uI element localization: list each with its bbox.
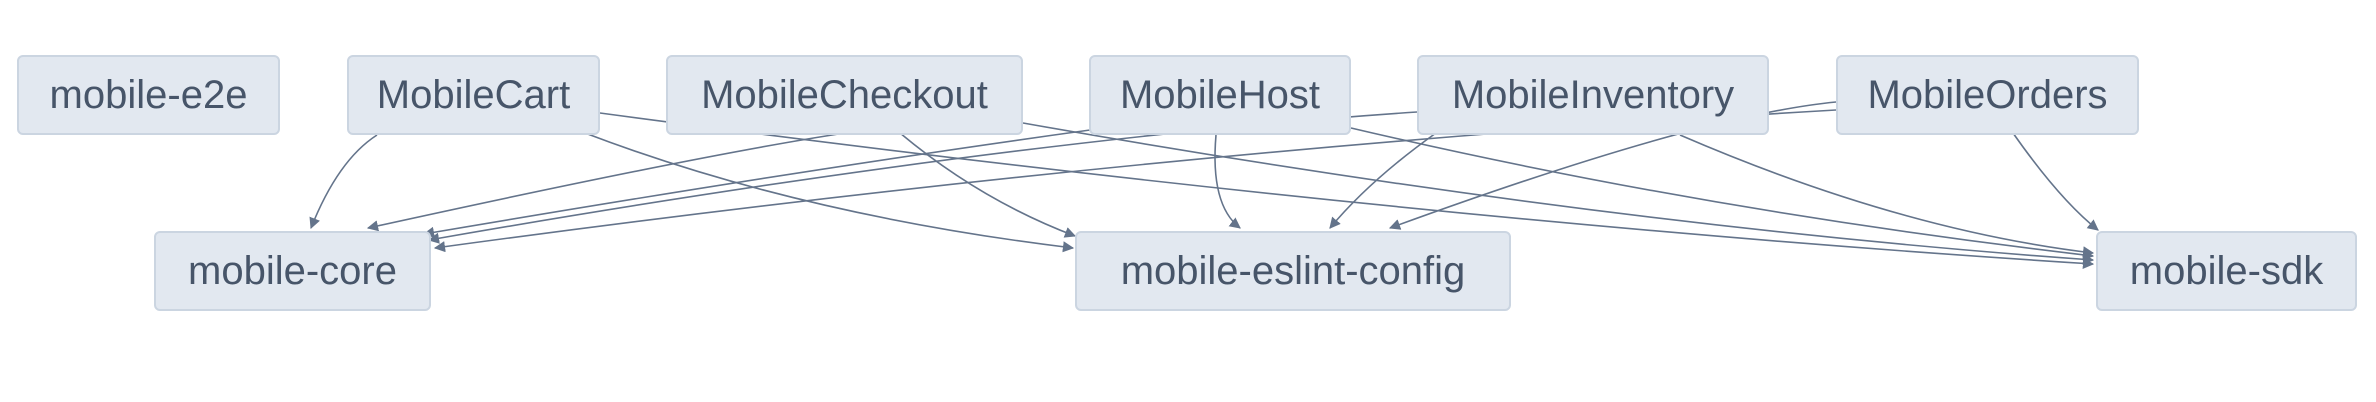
edge-mobilehost-to-mobile-eslint-config [1214,134,1241,229]
node-mobile-orders[interactable]: MobileOrders [1836,55,2139,135]
node-mobile-e2e[interactable]: mobile-e2e [17,55,280,135]
edge-mobileinventory-to-mobile-eslint-config [1329,132,1437,229]
edge-mobilecart-to-mobile-core [309,134,378,230]
edge-mobileinventory-to-mobile-sdk [1679,134,2095,258]
edge-mobilehost-to-mobile-sdk [1350,127,2095,261]
node-mobile-sdk[interactable]: mobile-sdk [2096,231,2357,311]
edge-mobilecheckout-to-mobile-core [366,132,846,232]
edge-mobilecart-to-mobile-eslint-config [584,132,1075,253]
node-mobile-host[interactable]: MobileHost [1089,55,1351,135]
node-mobile-checkout[interactable]: MobileCheckout [666,55,1023,135]
edge-mobilecart-to-mobile-sdk [599,112,2095,269]
node-mobile-cart[interactable]: MobileCart [347,55,600,135]
edge-mobileorders-to-mobile-sdk [2012,132,2099,231]
node-mobile-core[interactable]: mobile-core [154,231,431,311]
edge-mobilehost-to-mobile-core [422,129,1091,238]
edge-mobileorders-to-mobile-eslint-config [1388,101,1837,230]
edge-mobilecheckout-to-mobile-sdk [1022,122,2095,265]
node-mobile-inventory[interactable]: MobileInventory [1417,55,1769,135]
node-mobile-eslint-config[interactable]: mobile-eslint-config [1075,231,1511,311]
edge-mobilecheckout-to-mobile-eslint-config [899,132,1077,238]
